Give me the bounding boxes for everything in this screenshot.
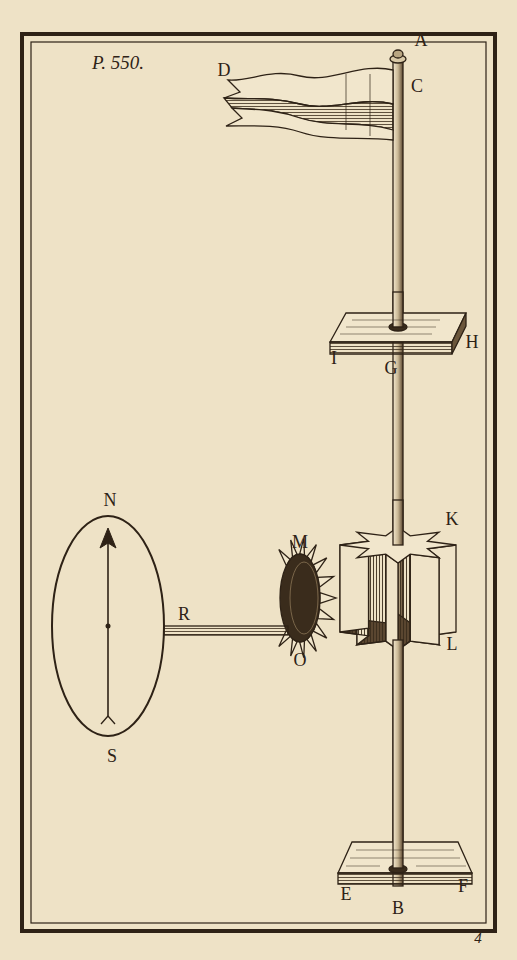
part-letter: R (178, 605, 190, 623)
part-letter: I (331, 349, 337, 367)
part-letter: O (294, 651, 307, 669)
horizontal-shaft (164, 626, 288, 635)
plate-frame (22, 34, 495, 931)
star-wheel (340, 500, 456, 650)
base-plank (338, 640, 472, 884)
part-letter: F (458, 877, 468, 895)
star-wheel-face (410, 554, 439, 645)
part-letter: E (341, 885, 352, 903)
part-letter: C (411, 77, 423, 95)
part-letter: L (447, 635, 458, 653)
rod-segment (393, 500, 403, 545)
part-letter: A (415, 31, 428, 49)
vane-flag (224, 68, 393, 140)
plate-number: P. 550. (92, 53, 144, 72)
upper-plank (330, 292, 466, 354)
part-letter: D (218, 61, 231, 79)
part-letter: N (104, 491, 117, 509)
part-letter: M (292, 533, 308, 551)
crown-rim (290, 562, 318, 634)
part-letter: H (466, 333, 479, 351)
crown-tooth (320, 593, 336, 604)
signature-number: 4 (474, 931, 482, 946)
vane-rod (390, 50, 406, 886)
star-wheel-face (386, 554, 398, 650)
part-letter: S (107, 747, 117, 765)
crown-tooth (318, 609, 334, 620)
part-letter: G (385, 359, 398, 377)
star-wheel-face (398, 554, 410, 650)
compass-dial (52, 516, 164, 736)
part-letter: B (392, 899, 404, 917)
crown-wheel (279, 538, 336, 657)
crown-tooth (318, 576, 334, 587)
part-letter: K (446, 510, 459, 528)
